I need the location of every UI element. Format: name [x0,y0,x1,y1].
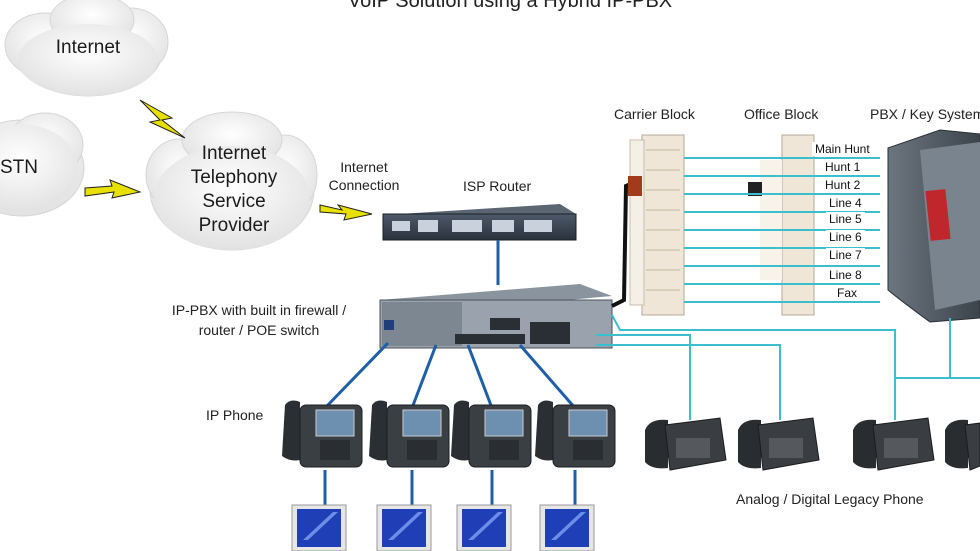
line-label-line-5: Line 5 [826,212,865,226]
pc-monitor-4[interactable] [539,504,595,551]
ip-phone-cables [323,341,577,505]
ip-phone-3[interactable] [451,400,532,468]
internet-connection-line: Internet [340,159,388,175]
line-label-line-8: Line 8 [826,268,865,282]
pc-monitor-1[interactable] [291,504,347,551]
internet-connection-label: Internet Connection [318,158,410,194]
legacy-phone-1[interactable] [645,417,727,471]
carrier-block-label: Carrier Block [614,106,695,122]
internet-cloud-label: Internet [55,37,121,58]
pstn-cloud [0,112,85,217]
line-label-main-hunt: Main Hunt [812,142,873,156]
itsp-label-line: Service [202,191,266,212]
diagram-title: VoIP Solution using a Hybrid IP-PBX [347,0,673,12]
lightning-links [84,99,373,221]
itsp-cloud-label: Internet Telephony Service Provider [172,142,296,238]
itsp-label-line: Provider [198,215,270,236]
legacy-phone-label: Analog / Digital Legacy Phone [736,491,924,507]
ip-pbx-label-line: router / POE switch [198,322,320,338]
internet-connection-line: Connection [328,177,400,193]
carrier-block-device [628,134,685,316]
legacy-phone-3[interactable] [853,417,935,471]
ip-pbx-label: IP-PBX with built in firewall / router /… [148,300,370,340]
itsp-label-line: Telephony [190,167,278,188]
isp-router-label: ISP Router [463,178,532,194]
office-block-label: Office Block [744,106,819,122]
line-label-line-7: Line 7 [826,248,865,262]
pc-monitor-2[interactable] [376,504,432,551]
isp-router-device [382,204,577,241]
line-label-hunt-1: Hunt 1 [822,160,864,174]
ip-phone-2[interactable] [369,400,450,468]
ip-phone-label: IP Phone [206,407,264,423]
pbx-key-system-label: PBX / Key System [870,106,980,122]
line-label-line-4: Line 4 [826,196,865,210]
line-label-line-6: Line 6 [826,230,865,244]
itsp-label-line: Internet [201,143,267,164]
line-label-hunt-2: Hunt 2 [822,178,864,192]
pbx-key-system-device [887,129,980,323]
ip-pbx-label-line: IP-PBX with built in firewall / [171,302,347,318]
line-label-fax: Fax [834,286,861,300]
ip-phone-1[interactable] [282,400,363,468]
legacy-phone-lines [596,314,980,420]
ip-pbx-device [379,284,613,349]
ip-phone-4[interactable] [535,400,616,468]
legacy-phone-2[interactable] [738,417,820,471]
pstn-cloud-label: STN [0,157,38,178]
legacy-phone-4[interactable] [945,419,980,471]
itsp-cloud [145,111,318,251]
internet-cloud [4,0,169,97]
pc-monitor-3[interactable] [456,504,512,551]
